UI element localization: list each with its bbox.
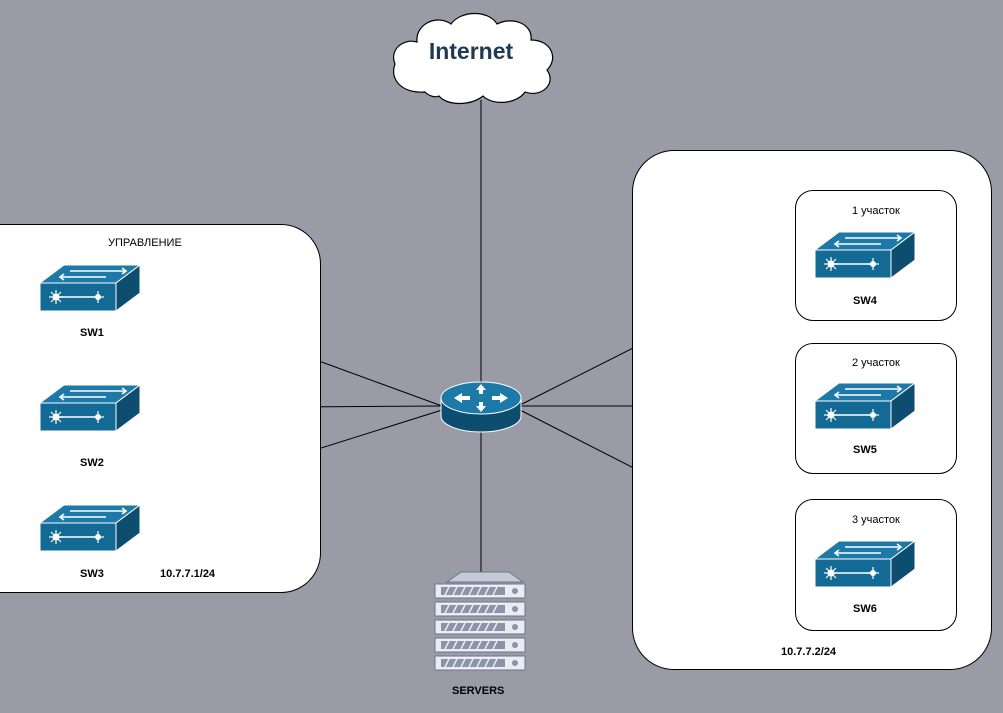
switch-icon-sw6 bbox=[815, 541, 916, 588]
switch-icon-sw3 bbox=[40, 505, 141, 552]
internet-label: Internet bbox=[428, 38, 514, 64]
sw6-label: SW6 bbox=[853, 603, 877, 615]
sw5-label: SW5 bbox=[853, 444, 877, 456]
server-rack-icon bbox=[434, 571, 526, 671]
site-3-label: 3 участок bbox=[852, 514, 900, 526]
cloud-icon bbox=[393, 12, 554, 105]
switch-icon-sw2 bbox=[40, 385, 141, 432]
switch-icon-sw1 bbox=[40, 265, 141, 312]
switch-icon-sw4 bbox=[815, 232, 916, 279]
site-1-label: 1 участок bbox=[852, 205, 900, 217]
sw4-label: SW4 bbox=[853, 295, 877, 307]
management-ip: 10.7.7.1/24 bbox=[160, 568, 216, 580]
router-icon bbox=[440, 381, 522, 433]
management-title: УПРАВЛЕНИЕ bbox=[108, 237, 182, 249]
sw1-label: SW1 bbox=[80, 327, 104, 339]
sw2-label: SW2 bbox=[80, 457, 104, 469]
site-2-label: 2 участок bbox=[852, 357, 900, 369]
sites-ip: 10.7.7.2/24 bbox=[781, 646, 837, 658]
switch-icon-sw5 bbox=[815, 383, 916, 430]
sw3-label: SW3 bbox=[80, 568, 104, 580]
servers-label: SERVERS bbox=[452, 685, 505, 697]
